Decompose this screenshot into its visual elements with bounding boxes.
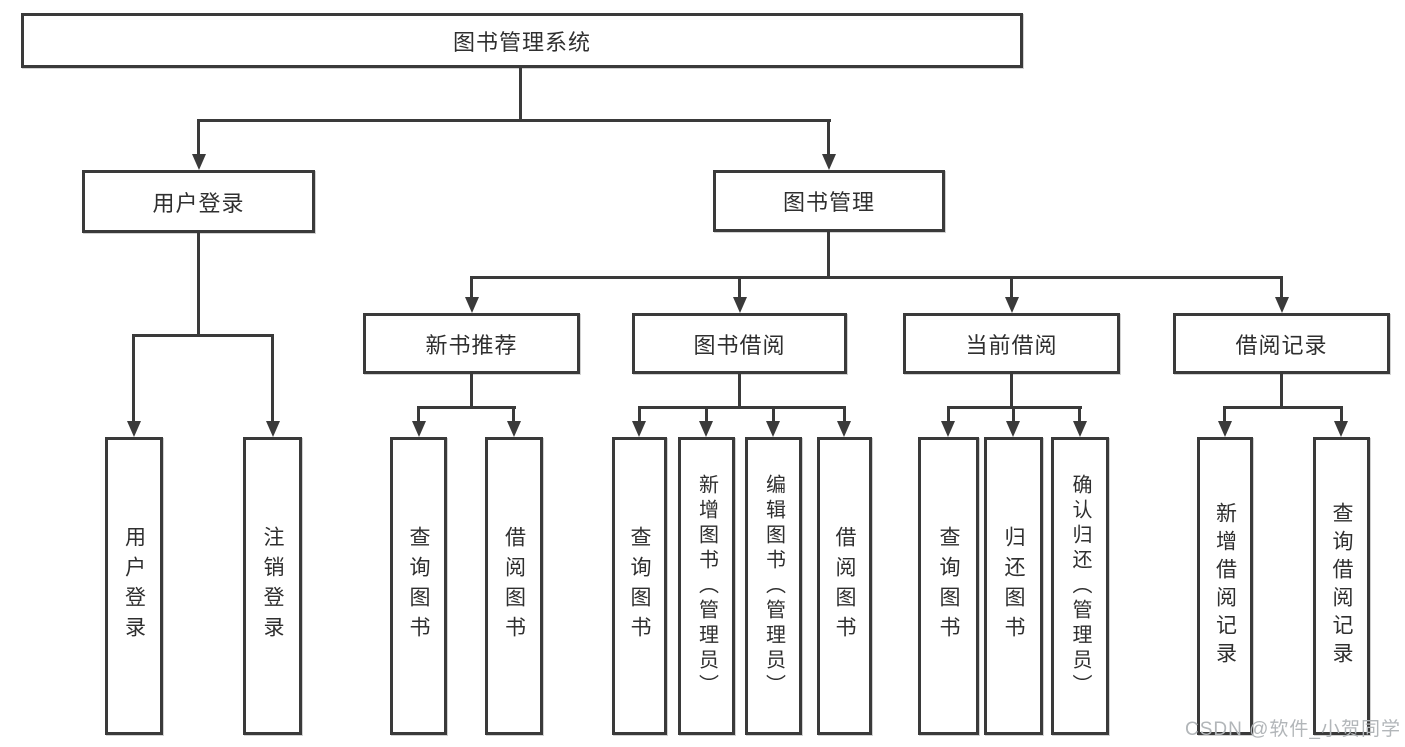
connector-vline: [827, 119, 830, 157]
connector-vline: [197, 233, 200, 335]
leaf-recommend-borrow-books: 借阅图书: [485, 437, 543, 735]
connector-hline: [132, 334, 274, 337]
connector-arrow-down: [412, 421, 426, 437]
leaf-current-query-books-label: 查询图书: [937, 526, 960, 646]
leaf-logout-label: 注销登录: [261, 526, 284, 646]
leaf-borrow-borrow-books: 借阅图书: [817, 437, 872, 735]
connector-vline: [947, 406, 950, 424]
connector-hline: [417, 406, 516, 409]
connector-vline: [512, 406, 515, 424]
connector-arrow-down: [1006, 421, 1020, 437]
connector-vline: [772, 406, 775, 424]
connector-vline: [1280, 276, 1283, 299]
node-new-book-recommend-label: 新书推荐: [425, 332, 518, 358]
node-borrow-records-label: 借阅记录: [1235, 332, 1328, 358]
leaf-user-login: 用户登录: [105, 437, 163, 735]
leaf-recommend-query-books: 查询图书: [390, 437, 447, 735]
connector-vline: [470, 374, 473, 408]
connector-vline: [1280, 374, 1283, 408]
connector-vline: [827, 232, 830, 278]
connector-vline: [197, 119, 200, 157]
connector-arrow-down: [632, 421, 646, 437]
connector-arrow-down: [1218, 421, 1232, 437]
connector-vline: [738, 276, 741, 299]
node-user-login: 用户登录: [82, 170, 315, 233]
node-new-book-recommend: 新书推荐: [363, 313, 580, 374]
connector-arrow-down: [766, 421, 780, 437]
connector-hline: [470, 276, 1283, 279]
connector-vline: [1340, 406, 1343, 424]
connector-vline: [843, 406, 846, 424]
connector-arrow-down: [1073, 421, 1087, 437]
connector-vline: [1010, 374, 1013, 408]
leaf-add-books-admin-label: 新增图书（管理员）: [695, 473, 718, 699]
connector-vline: [1078, 406, 1081, 424]
csdn-watermark: CSDN @软件_小贺同学: [1185, 719, 1401, 740]
connector-arrow-down: [1334, 421, 1348, 437]
connector-arrow-down: [699, 421, 713, 437]
connector-hline: [197, 119, 831, 122]
connector-hline: [1223, 406, 1343, 409]
node-current-borrow: 当前借阅: [903, 313, 1120, 374]
connector-vline: [470, 276, 473, 299]
leaf-edit-books-admin: 编辑图书（管理员）: [745, 437, 802, 735]
connector-vline: [1223, 406, 1226, 424]
node-book-borrow: 图书借阅: [632, 313, 847, 374]
node-book-management-label: 图书管理: [782, 190, 875, 215]
leaf-query-borrow-record: 查询借阅记录: [1313, 437, 1370, 735]
leaf-recommend-query-books-label: 查询图书: [407, 526, 430, 646]
connector-vline: [705, 406, 708, 424]
leaf-confirm-return-admin: 确认归还（管理员）: [1051, 437, 1109, 735]
leaf-add-borrow-record: 新增借阅记录: [1197, 437, 1253, 735]
node-root: 图书管理系统: [21, 13, 1023, 68]
connector-hline: [638, 406, 846, 409]
node-borrow-records: 借阅记录: [1173, 313, 1390, 374]
node-user-login-label: 用户登录: [152, 190, 245, 216]
leaf-current-query-books: 查询图书: [918, 437, 979, 735]
leaf-return-books: 归还图书: [984, 437, 1043, 735]
connector-vline: [638, 406, 641, 424]
leaf-confirm-return-admin-label: 确认归还（管理员）: [1069, 473, 1091, 699]
leaf-borrow-borrow-books-label: 借阅图书: [833, 526, 856, 646]
leaf-logout: 注销登录: [243, 437, 302, 735]
connector-arrow-down: [192, 154, 206, 170]
connector-vline: [519, 68, 522, 120]
connector-vline: [132, 334, 135, 422]
node-book-borrow-label: 图书借阅: [693, 332, 786, 358]
connector-arrow-down: [733, 297, 747, 313]
connector-arrow-down: [266, 421, 280, 437]
connector-arrow-down: [837, 421, 851, 437]
connector-vline: [1012, 406, 1015, 424]
leaf-recommend-borrow-books-label: 借阅图书: [502, 526, 526, 646]
leaf-query-borrow-record-label: 查询借阅记录: [1330, 502, 1353, 670]
connector-arrow-down: [507, 421, 521, 437]
leaf-add-books-admin: 新增图书（管理员）: [678, 437, 735, 735]
connector-arrow-down: [465, 297, 479, 313]
node-root-label: 图书管理系统: [452, 29, 591, 55]
leaf-return-books-label: 归还图书: [1002, 526, 1025, 646]
connector-vline: [738, 374, 741, 408]
node-book-management: 图书管理: [713, 170, 945, 232]
connector-vline: [417, 406, 420, 424]
connector-arrow-down: [822, 154, 836, 170]
leaf-borrow-query-books-label: 查询图书: [628, 526, 651, 646]
connector-vline: [1010, 276, 1013, 299]
connector-arrow-down: [1005, 297, 1019, 313]
leaf-user-login-label: 用户登录: [122, 526, 146, 646]
connector-vline: [271, 334, 274, 422]
connector-arrow-down: [941, 421, 955, 437]
node-current-borrow-label: 当前借阅: [965, 332, 1058, 358]
connector-arrow-down: [127, 421, 141, 437]
leaf-borrow-query-books: 查询图书: [612, 437, 667, 735]
leaf-add-borrow-record-label: 新增借阅记录: [1213, 502, 1237, 670]
connector-arrow-down: [1275, 297, 1289, 313]
leaf-edit-books-admin-label: 编辑图书（管理员）: [762, 473, 785, 699]
